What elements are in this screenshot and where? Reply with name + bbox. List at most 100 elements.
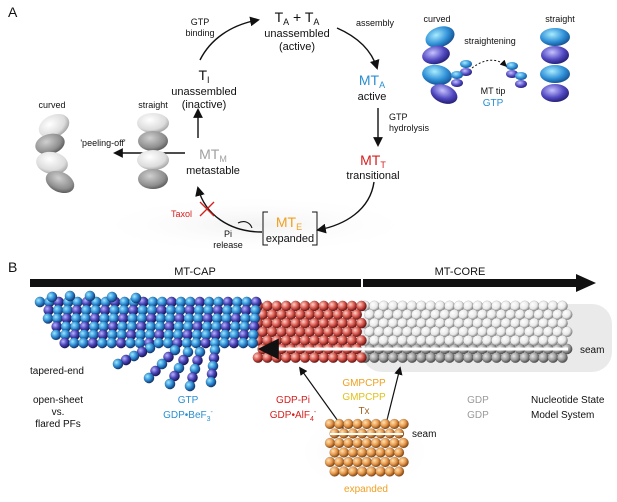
state-ti-desc-2: (inactive) [182,99,227,111]
expanded-tubulin-bead [329,447,340,458]
white-tubulin-bead [557,317,568,329]
expanded-tubulin-bead [338,447,349,458]
blue-tubulin-bead [237,337,249,349]
expanded-tubulin-bead [334,437,345,449]
red-tubulin-bead [252,352,264,363]
expanded-tubulin-bead [324,437,336,449]
blue-tubulin-bead [200,337,212,349]
expanded-tubulin-bead [366,447,377,458]
expanded-tubulin-bead [370,418,382,430]
red-tubulin-bead [261,352,273,363]
arrow-mtt-to-mte [316,181,375,234]
expanded-tubulin-bead [357,447,368,458]
blue-tubulin-bead [59,337,71,349]
flared-tubulin-bead [112,358,124,370]
flared-tubulin-bead [163,351,174,363]
white-tubulin-bead [434,334,446,346]
blue-tubulin-bead [50,329,62,341]
expanded-tubulin-bead [398,418,409,430]
expanded-tubulin-bead [380,418,391,430]
white-tubulin-bead [528,334,540,346]
model-system-label: Model System [531,410,594,421]
flared-tubulin-bead [184,380,196,392]
state-ta-desc-2: (active) [279,41,315,53]
gray-tubulin-bead [415,352,427,363]
expanded-lattice-beads [324,418,409,477]
white-lattice-beads [359,300,573,346]
hydrolysis-label-2: hydrolysis [389,123,430,133]
flared-tubulin-bead [169,344,181,356]
blue-tubulin-bead [106,337,118,349]
expanded-tubulin-bead [352,456,363,468]
blue-tubulin-bead [96,337,108,349]
expanded-tubulin-bead [338,466,349,477]
state-mte-label: MTE [276,214,302,232]
gray-tubulin-bead [500,352,512,363]
mt-tip-gtp-label: GTP [483,98,504,109]
gray-tubulin-bead [425,352,437,363]
gray-lattice-beads [359,343,573,363]
blue-tubulin-bead [219,337,230,349]
red-tubulin-bead [355,334,367,346]
gray-tubulin-bead [538,352,549,363]
arrow-ti-to-active [199,16,260,61]
state-ti-label: TI [198,67,209,85]
expanded-tubulin-bead [343,456,354,468]
mt-core-label: MT-CORE [435,266,486,278]
flared-tubulin-bead [164,378,176,390]
red-tubulin-bead [337,352,348,363]
white-tubulin-bead [397,334,408,346]
white-tubulin-bead [510,334,521,346]
expanded-tubulin-bead [361,437,372,449]
tapered-end-label: tapered-end [30,366,84,377]
pi-release-label-2: release [213,240,243,250]
expanded-tubulin-bead [366,466,377,477]
white-tubulin-bead [557,334,568,346]
white-tubulin-bead [481,334,493,346]
blue-tubulin-bead [42,312,54,324]
white-tubulin-bead [547,334,559,346]
state-mte-desc: expanded [266,233,314,245]
expanded-tubulin-bead [343,418,354,430]
gray-tubulin-bead [406,352,418,363]
small-tubulin-dimers-icon [451,60,527,88]
blue-tubulin-bead [84,290,96,302]
expanded-tubulin-bead [398,437,409,449]
flared-tubulin-bead [182,346,194,358]
expanded-tubulin-bead [375,447,386,458]
expanded-tubulin-bead [380,456,391,468]
blue-tubulin-bead [134,337,146,349]
expanded-tubulin-bead [329,466,340,477]
expanded-tubulin-bead [375,466,386,477]
gtp-binding-label-2: binding [185,28,214,38]
state-mta-desc: active [358,91,387,103]
taxol-label: Taxol [171,209,192,219]
white-tubulin-bead [462,334,474,346]
blue-tubulin-bead [64,290,76,302]
state-mta-label: MTA [359,72,385,90]
white-tubulin-bead [519,334,531,346]
blue-tubulin-bead [34,296,46,308]
expanded-seam-label: seam [412,429,436,440]
expanded-tubulin-bead [352,418,363,430]
red-tubulin-bead [290,352,301,363]
white-tubulin-bead [406,334,418,346]
white-tubulin-bead [415,334,427,346]
blue-model-label: GDP•BeF3- [163,409,213,423]
left-curved-label: curved [38,100,65,110]
blue-state-label: GTP [178,395,199,406]
arrow-active-to-mta [336,27,380,70]
flared-tubulin-bead [173,362,185,374]
blue-lattice-beads [34,290,262,349]
expanded-tubulin-bead [384,466,395,477]
white-tubulin-bead [368,334,380,346]
gray-state-label: GDP [467,395,489,406]
gray-tubulin-bead [557,352,568,363]
gray-tubulin-bead [510,352,521,363]
blue-tubulin-bead [130,292,142,304]
state-ta-label: TA + TA [275,9,320,27]
pi-release-label-1: Pi [224,229,232,239]
gray-tubulin-bead [397,352,408,363]
state-mtt-desc: transitional [346,170,399,182]
